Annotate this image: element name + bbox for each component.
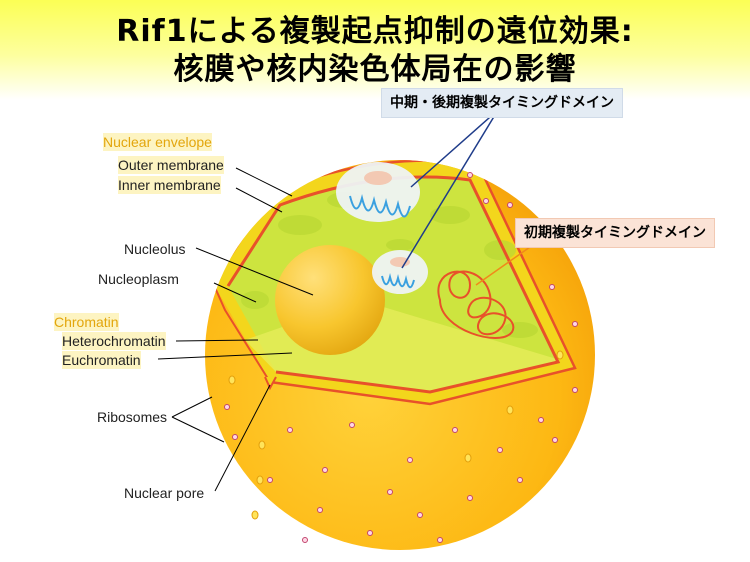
mid-late-domain-top xyxy=(336,162,420,222)
chromatin-label: Chromatin xyxy=(54,313,119,331)
nuclear-pore xyxy=(264,376,277,391)
nucleoplasm-label: Nucleoplasm xyxy=(98,271,179,287)
nucleolus-label: Nucleolus xyxy=(124,241,186,257)
heterochromatin-label: Heterochromatin xyxy=(62,332,166,350)
nuclear-pore-label: Nuclear pore xyxy=(124,485,205,501)
mid-late-domain-lower xyxy=(372,250,428,294)
nucleolus xyxy=(275,245,385,355)
nuclear-envelope-label: Nuclear envelope xyxy=(103,133,212,151)
mid-late-domain-callout: 中期・後期複製タイミングドメイン xyxy=(381,88,623,118)
early-domain-loop xyxy=(437,270,515,339)
inner-membrane-label: Inner membrane xyxy=(118,176,221,194)
mid-late-pointer-lines xyxy=(401,109,499,269)
title-band xyxy=(0,0,750,100)
page-title: Rif1による複製起点抑制の遠位効果: xyxy=(116,14,634,49)
ribosomes-label: Ribosomes xyxy=(97,409,168,425)
outer-membrane-label: Outer membrane xyxy=(118,156,224,174)
vesicles xyxy=(228,350,564,520)
leader-lines xyxy=(157,167,314,492)
page-subtitle: 核膜や核内染色体局在の影響 xyxy=(173,52,577,87)
euchromatin-label: Euchromatin xyxy=(62,351,141,369)
early-domain-callout: 初期複製タイミングドメイン xyxy=(515,218,715,248)
